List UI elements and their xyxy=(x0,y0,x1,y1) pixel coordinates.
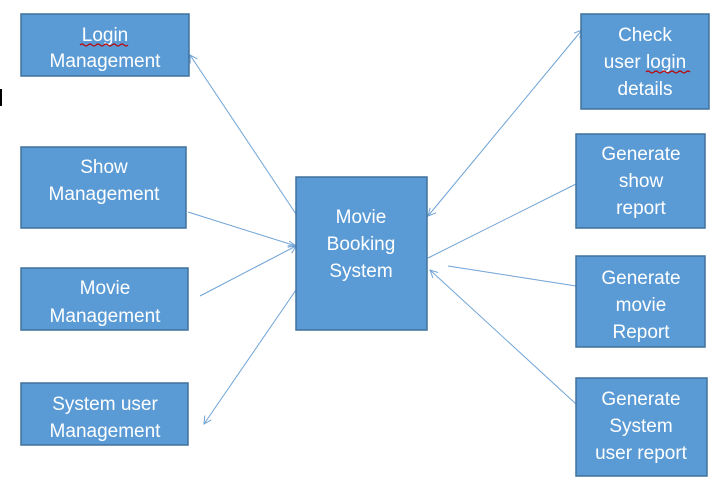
node-label-line: details xyxy=(618,79,673,100)
node-label-line: System user xyxy=(52,394,158,415)
connector-genmovie xyxy=(447,265,577,287)
node-label-line: Management xyxy=(49,184,161,205)
node-check-user-login-details: Check user login details xyxy=(580,13,710,110)
connector-sysuser xyxy=(203,289,297,425)
spellcheck-underline xyxy=(645,70,691,74)
node-label-line: Generate xyxy=(601,268,680,289)
spellcheck-underline xyxy=(79,43,129,47)
node-label-line: System xyxy=(609,416,672,437)
node-label-line: Booking xyxy=(327,234,396,255)
node-movie-booking-system: Movie Booking System xyxy=(295,176,428,331)
connector-movie xyxy=(199,245,297,297)
connector-check xyxy=(427,29,583,217)
node-label-line: Generate xyxy=(601,389,680,410)
node-label-line: report xyxy=(616,198,666,219)
connectors xyxy=(187,29,583,425)
left-edge-mark xyxy=(0,89,2,106)
node-movie-management: Movie Management xyxy=(20,267,189,331)
node-label-line: Movie xyxy=(80,278,131,299)
node-system-user-management: System user Management xyxy=(20,382,189,446)
node-label-line: Management xyxy=(50,306,162,327)
node-label-line: Management xyxy=(50,421,162,442)
node-label-line: Movie xyxy=(336,207,387,228)
node-label-line: System xyxy=(329,261,392,282)
node-label-line: Generate xyxy=(601,144,680,165)
node-generate-movie-report: Generate movie Report xyxy=(575,255,706,348)
node-label-line: Show xyxy=(80,157,128,178)
connector-gensys xyxy=(429,269,577,405)
node-generate-show-report: Generate show report xyxy=(575,133,706,229)
connector-show xyxy=(187,211,298,247)
node-show-management: Show Management xyxy=(20,146,187,229)
node-label-line: Check xyxy=(618,25,672,46)
node-label-line: Management xyxy=(50,51,162,72)
node-label-line: Login xyxy=(82,25,129,46)
node-label-line: show xyxy=(619,171,664,192)
node-label-line: movie xyxy=(616,295,667,316)
connector-login xyxy=(189,54,297,215)
node-login-management: Login Management xyxy=(20,13,190,77)
node-generate-system-user-report: Generate System user report xyxy=(575,377,708,477)
node-label-line: Report xyxy=(612,322,670,343)
connector-genshow xyxy=(427,183,577,259)
node-label-line: user login xyxy=(604,52,686,73)
node-label-line: user report xyxy=(595,443,688,464)
